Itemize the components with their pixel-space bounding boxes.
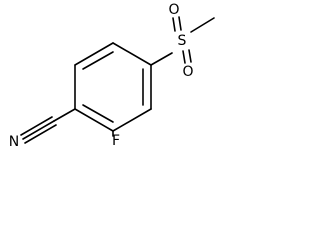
ring-to-sulfur-bond <box>150 52 173 66</box>
ring-double-bond-1 <box>82 51 114 70</box>
sulfur-oxygen-double-bond-bottom-b <box>188 49 192 63</box>
oxygen-top-label: O <box>168 2 179 18</box>
structure-canvas: N F S O O <box>0 0 220 152</box>
sulfur-oxygen-double-bond-bottom-a <box>182 50 186 64</box>
sulfur-oxygen-double-bond-top-a <box>172 17 176 32</box>
sulfur-to-methyl-bond <box>190 17 215 33</box>
ring-double-bond-3 <box>82 104 114 123</box>
ring-bond-1 <box>74 42 114 66</box>
nitrile-nitrogen-label: N <box>9 134 19 150</box>
ring-to-nitrile-bond <box>53 108 76 122</box>
nitrile-triple-bond-c <box>24 124 57 144</box>
sulfur-label: S <box>178 33 187 49</box>
molecule-drawing: N F S O O <box>9 2 215 150</box>
nitrile-triple-bond-b <box>20 116 53 136</box>
ring-bond-4 <box>112 108 152 132</box>
ring-bond-5 <box>74 108 114 132</box>
nitrile-triple-bond-a <box>22 120 55 140</box>
oxygen-bottom-label: O <box>182 64 193 80</box>
sulfur-oxygen-double-bond-top-b <box>178 16 182 31</box>
ring-bond-2 <box>112 42 152 66</box>
fluorine-label: F <box>112 133 120 149</box>
